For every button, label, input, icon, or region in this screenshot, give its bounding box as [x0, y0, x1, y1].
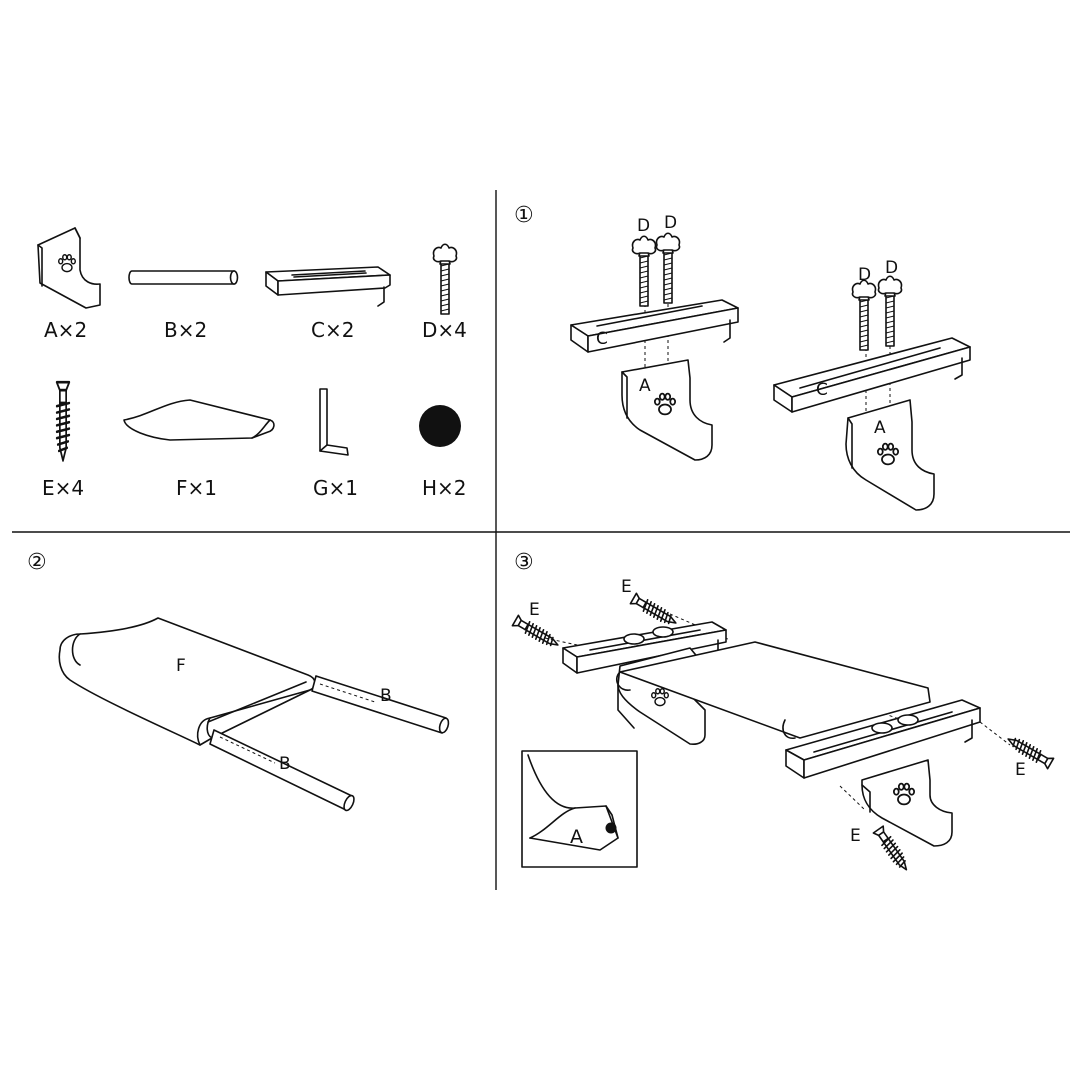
step-number-2: ②	[27, 550, 47, 575]
step1-label-c2: C	[816, 380, 828, 400]
step1-label-d1: D	[637, 216, 651, 236]
step3-label-e2: E	[621, 577, 632, 597]
step3-label-e1: E	[529, 600, 540, 620]
fabric-bed-icon	[123, 399, 275, 441]
step1-label-c1: C	[596, 329, 608, 349]
part-label-b: B×2	[164, 318, 208, 342]
step1-drawing	[570, 232, 971, 511]
step3-detail-label-a: A	[570, 826, 583, 848]
step2-drawing	[58, 617, 450, 812]
slotted-bar-icon	[265, 266, 391, 307]
hex-key-icon	[319, 388, 349, 456]
wood-screw-icon	[55, 380, 71, 462]
part-label-a: A×2	[44, 318, 88, 342]
step-number-3: ③	[514, 550, 534, 575]
leg-bracket-icon	[37, 227, 101, 309]
step1-label-a2: A	[874, 418, 886, 438]
part-label-h: H×2	[422, 476, 467, 500]
step1-label-d2: D	[664, 213, 678, 233]
step2-label-f: F	[176, 656, 186, 676]
step3-label-e4: E	[850, 826, 861, 846]
step2-label-b1: B	[380, 686, 392, 706]
step-number-1: ①	[514, 203, 534, 228]
step1-label-d3: D	[858, 265, 872, 285]
cap-hole-icon	[605, 822, 617, 834]
step2-label-b2: B	[279, 754, 291, 774]
part-label-f: F×1	[176, 476, 217, 500]
part-label-e: E×4	[42, 476, 85, 500]
step1-label-d4: D	[885, 258, 899, 278]
rod-icon	[128, 270, 239, 285]
part-label-c: C×2	[311, 318, 355, 342]
cap-dot-icon	[419, 405, 461, 447]
part-label-d: D×4	[422, 318, 467, 342]
part-label-g: G×1	[313, 476, 358, 500]
detail-inset	[521, 750, 638, 868]
step3-label-e3: E	[1015, 760, 1026, 780]
knob-bolt-icon	[432, 243, 458, 315]
step3-drawing	[511, 592, 1055, 874]
step1-label-a1: A	[639, 376, 651, 396]
